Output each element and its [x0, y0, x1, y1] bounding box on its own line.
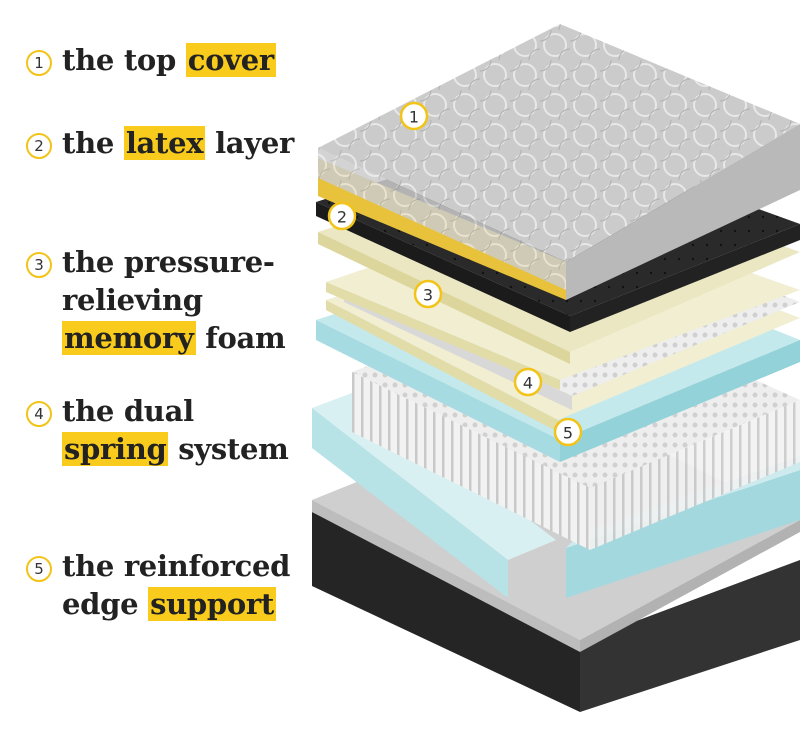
base-box-left: [312, 512, 580, 712]
svg-text:2: 2: [337, 208, 347, 227]
diagram-callout-2: 2: [327, 201, 357, 231]
base-grey-front: [580, 520, 800, 652]
label-text: the top: [62, 43, 186, 77]
cream-upper-side: [326, 282, 560, 390]
label-highlight: latex: [123, 126, 206, 160]
diagram-callout-3: 3: [413, 279, 443, 309]
cover-side-front: [566, 124, 800, 300]
diagram-callout-5: 5: [553, 417, 583, 447]
layer-label-line: edge support: [62, 586, 276, 622]
label-highlight: support: [148, 587, 276, 621]
layer-number-badge: 5: [26, 556, 52, 582]
layer-label-2: 2 the latex layer: [0, 125, 330, 167]
layer-label-line: the pressure-: [62, 244, 275, 280]
layer-label-1: 1 the top cover: [0, 42, 330, 84]
latex-front: [570, 224, 800, 332]
label-text: the dual: [62, 394, 194, 428]
cream-top-side: [318, 232, 570, 364]
layer-labels: 1 the top cover 2 the latex layer 3 the press…: [0, 0, 330, 739]
layer-label-line: memory foam: [62, 320, 286, 356]
base-box-front: [580, 560, 800, 712]
label-text: the pressure-: [62, 245, 275, 279]
top-cover: [318, 24, 800, 300]
diagram-callout-4: 4: [513, 367, 543, 397]
layer-number-badge: 4: [26, 401, 52, 427]
svg-text:4: 4: [523, 374, 533, 393]
layer-label-line: relieving: [62, 282, 203, 318]
latex-side: [316, 202, 570, 332]
spring-side-left: [352, 372, 590, 550]
label-text: edge: [62, 587, 149, 621]
label-text: relieving: [62, 283, 203, 317]
svg-text:3: 3: [423, 286, 433, 305]
layer-label-line: the latex layer: [62, 125, 294, 161]
layer-label-line: the top cover: [62, 42, 276, 78]
label-text: layer: [205, 126, 294, 160]
svg-text:5: 5: [563, 424, 573, 443]
label-text: foam: [195, 321, 286, 355]
label-text: the: [62, 126, 124, 160]
memory-foam-side: [316, 320, 560, 462]
layer-label-line: the reinforced: [62, 548, 290, 584]
layer-number-badge: 1: [26, 50, 52, 76]
svg-text:1: 1: [409, 108, 419, 127]
label-text: system: [168, 432, 289, 466]
diagram-callout-1: 1: [399, 101, 429, 131]
foam-rail-front: [566, 470, 800, 598]
cover-side-left: [318, 148, 566, 290]
base-grey-edge: [312, 500, 580, 652]
foam-rail-left-side: [312, 408, 508, 598]
layer-label-line: the dual: [62, 393, 194, 429]
layer-number-badge: 3: [26, 252, 52, 278]
cover-top: [318, 24, 800, 262]
label-highlight: memory: [62, 321, 196, 355]
cream-lower-side: [326, 300, 558, 432]
memory-foam-front: [560, 340, 800, 462]
label-text: the reinforced: [62, 549, 291, 583]
label-highlight: spring: [62, 432, 169, 466]
spring-side-front: [590, 400, 800, 550]
layer-number-badge: 2: [26, 133, 52, 159]
label-highlight: cover: [185, 43, 276, 77]
layer-label-line: spring system: [62, 431, 289, 467]
